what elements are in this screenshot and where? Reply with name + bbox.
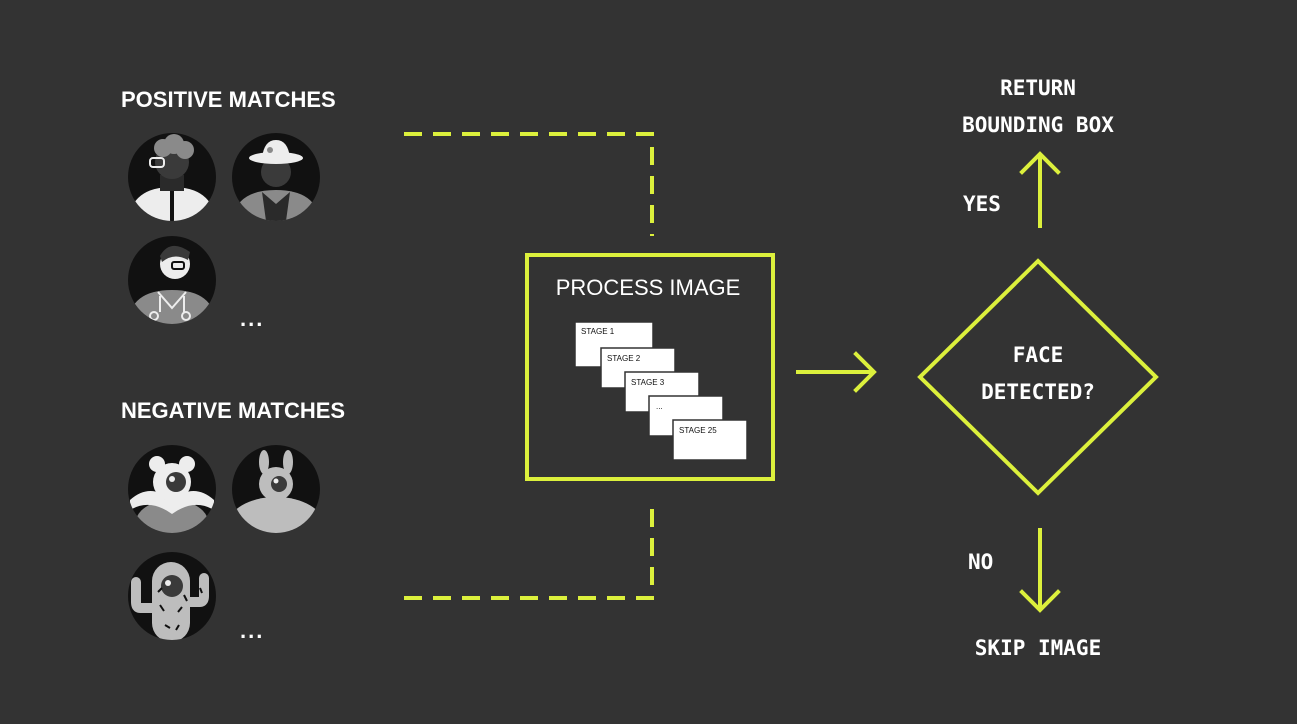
yes-arrow (1019, 151, 1061, 228)
process-image-box (525, 253, 775, 481)
person-with-glasses-icon (128, 133, 216, 221)
stage-label: ... (656, 402, 663, 411)
no-label: NO (968, 550, 993, 574)
stage-label: STAGE 3 (631, 378, 665, 387)
stage-label: STAGE 1 (581, 327, 615, 336)
decision-text-line1: FACE (1013, 343, 1064, 367)
bear-icon (128, 445, 216, 533)
stage-card (672, 419, 748, 461)
negative-matches-label: NEGATIVE MATCHES (121, 398, 345, 423)
decision-text-line2: DETECTED? (981, 380, 1095, 404)
positive-ellipsis: ... (240, 306, 264, 331)
rabbit-icon (232, 445, 320, 533)
cactus-icon (128, 552, 216, 640)
no-arrow (1019, 528, 1061, 613)
yes-label: YES (963, 192, 1001, 216)
doctor-icon (128, 236, 216, 324)
negative-ellipsis: ... (240, 618, 264, 643)
skip-image-label: SKIP IMAGE (975, 636, 1101, 660)
stage-label: STAGE 25 (679, 426, 717, 435)
arrow-to-decision (796, 351, 877, 393)
return-label-line1: RETURN (1000, 76, 1076, 100)
cowboy-icon (232, 133, 320, 221)
positive-dashed-connector (404, 132, 654, 236)
positive-matches-label: POSITIVE MATCHES (121, 87, 336, 112)
stage-cards: STAGE 1 STAGE 2 STAGE 3 ... STAGE 25 (574, 321, 748, 461)
negative-dashed-connector (404, 500, 654, 600)
return-label-line2: BOUNDING BOX (962, 113, 1114, 137)
decision-diamond (917, 258, 1159, 496)
process-image-title: PROCESS IMAGE (556, 275, 741, 300)
stage-label: STAGE 2 (607, 354, 641, 363)
